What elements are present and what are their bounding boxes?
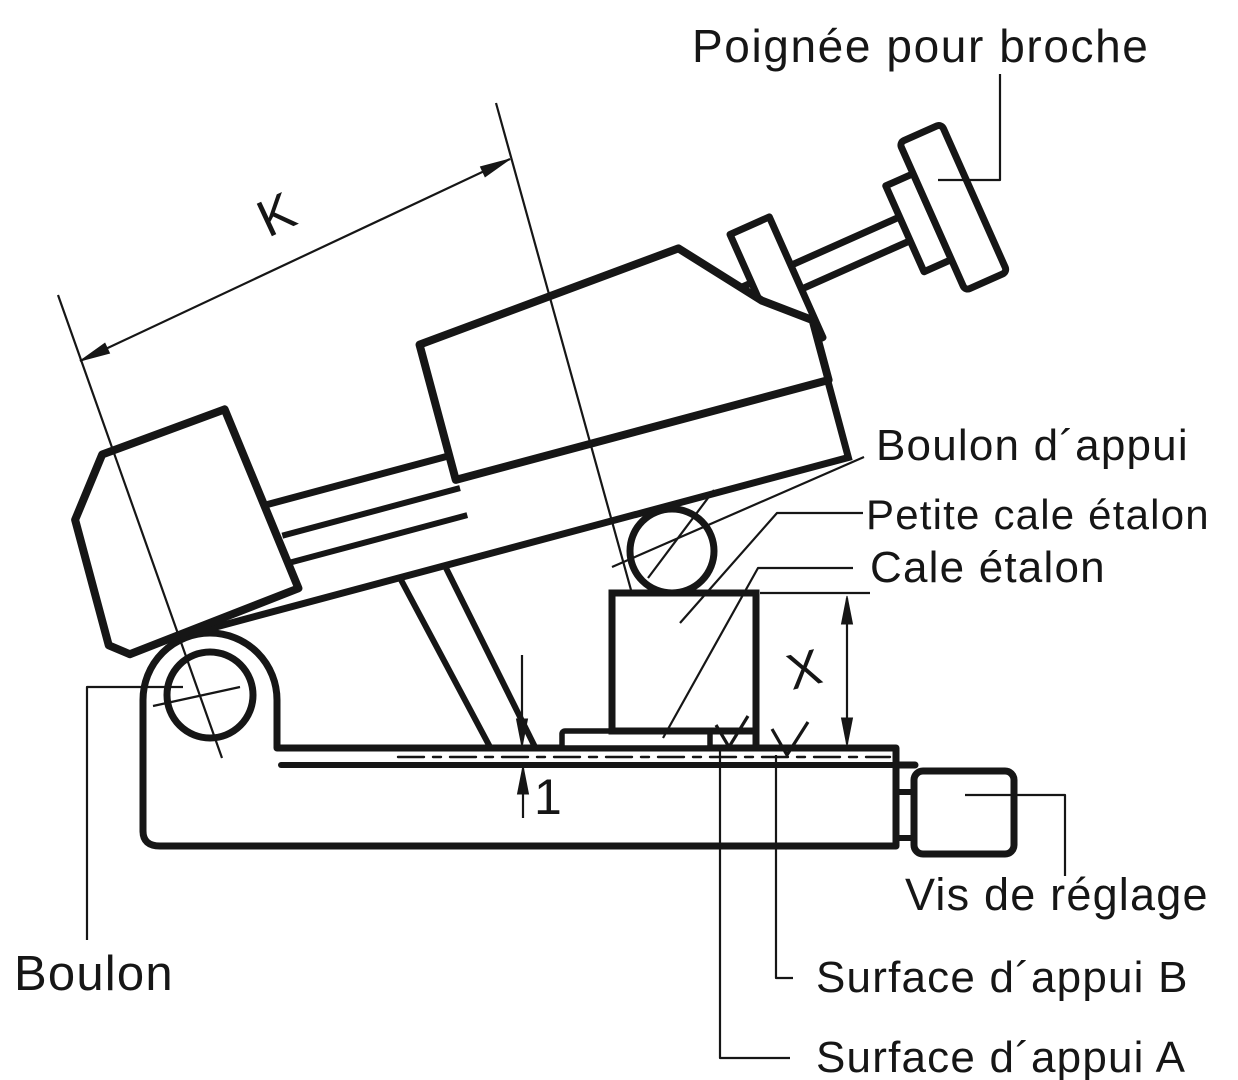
label-boulon: Boulon xyxy=(14,947,174,1001)
x-arrow-top xyxy=(840,595,854,625)
bar-rail-upper xyxy=(281,485,461,539)
leader-petite-cale xyxy=(679,511,863,624)
label-x: X xyxy=(781,638,828,701)
bar-rail-lower xyxy=(284,512,469,567)
base-top-contour xyxy=(139,629,919,835)
strut-line-2 xyxy=(442,564,538,749)
label-k: K xyxy=(249,181,306,249)
gap-dimension xyxy=(515,655,530,818)
leader-surface-a xyxy=(718,748,790,1060)
hinge-bolt-circle xyxy=(163,648,257,742)
k-arrow-right xyxy=(479,158,511,178)
leader-cale-etalon xyxy=(662,566,853,739)
leader-surface-b xyxy=(774,755,793,980)
clamp-blocks-group xyxy=(71,244,833,659)
left-clamp-block xyxy=(71,405,303,659)
gauge-block-stack xyxy=(608,589,760,735)
gap-arrow-up xyxy=(516,765,530,795)
leader-vis-reglage xyxy=(965,793,1067,876)
k-extension-right xyxy=(494,102,633,591)
right-clamp-block xyxy=(415,244,833,484)
base-outline-bottom xyxy=(139,761,900,850)
gap-arrow-down xyxy=(515,718,529,748)
adjusting-screw-knob xyxy=(910,767,1018,858)
leader-boulon-appui xyxy=(611,455,865,569)
k-extension-left xyxy=(56,294,224,759)
support-bolt-centerline xyxy=(647,489,715,579)
handle-knob xyxy=(897,122,1010,293)
label-surface-b: Surface d´appui B xyxy=(816,953,1189,1002)
label-un: 1 xyxy=(534,769,563,825)
leader-boulon xyxy=(85,685,183,940)
label-vis-reglage: Vis de réglage xyxy=(905,869,1209,920)
k-dimension-line xyxy=(79,158,511,362)
leader-lines xyxy=(85,74,1067,1060)
x-arrow-bottom xyxy=(840,717,854,747)
strut-line-1 xyxy=(397,576,493,749)
k-arrow-left xyxy=(79,342,111,362)
label-poignee: Poignée pour broche xyxy=(692,20,1150,72)
k-dimension xyxy=(56,102,633,759)
support-strut xyxy=(397,564,538,749)
label-surface-a: Surface d´appui A xyxy=(816,1033,1186,1080)
x-dimension xyxy=(760,591,870,747)
label-cale-etalon: Cale étalon xyxy=(870,543,1106,592)
label-petite-cale: Petite cale étalon xyxy=(866,491,1210,538)
hinge-bolt-cross-dash xyxy=(152,685,241,708)
surface-mark-b-icon xyxy=(714,715,750,751)
leader-poignee xyxy=(938,74,1002,182)
surface-marks xyxy=(714,715,810,759)
surface-mark-a-icon xyxy=(770,721,810,759)
label-boulon-appui: Boulon d´appui xyxy=(876,421,1189,470)
support-bolt-circle xyxy=(626,505,718,597)
